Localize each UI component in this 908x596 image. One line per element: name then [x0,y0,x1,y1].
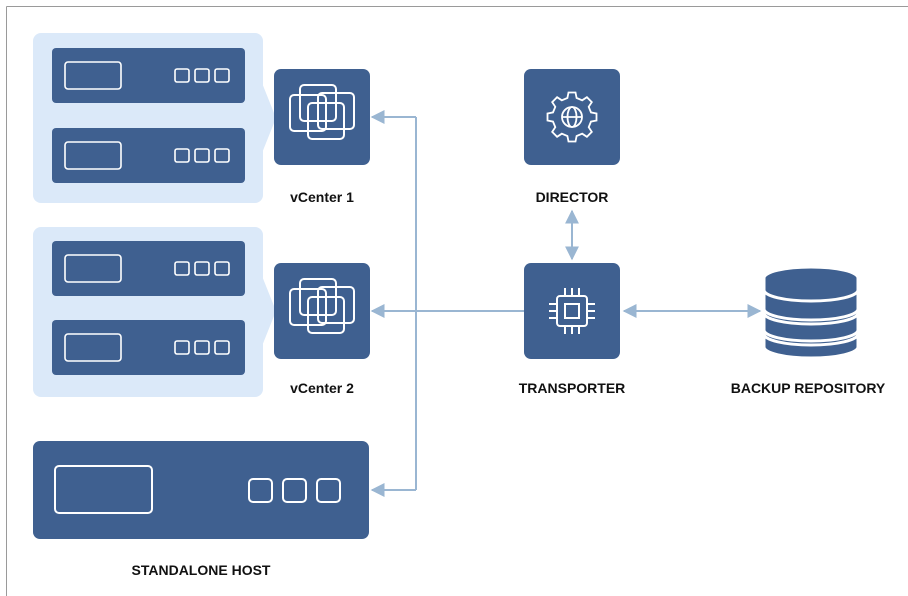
transporter-label: TRANSPORTER [518,380,626,396]
database-icon [762,265,860,360]
vcenter-icon [289,278,355,334]
esxi-host-server [52,128,245,183]
processor-chip-icon [549,288,595,334]
standalone-host-node [33,441,369,539]
transporter-node [524,263,620,359]
esxi-host-server [52,241,245,296]
server-icon [54,465,341,514]
server-icon [64,61,230,90]
server-icon [64,141,230,170]
backup-repository-label: BACKUP REPOSITORY [730,380,886,396]
vcenter-1-label: vCenter 1 [290,189,354,205]
vcenter-icon [289,84,355,140]
cluster-1-pointer [258,73,276,163]
director-label: DIRECTOR [535,189,609,205]
cluster-2-pointer [258,266,276,356]
vcenter-1-node [274,69,370,165]
vcenter-2-node [274,263,370,359]
gear-globe-icon [546,91,598,143]
server-icon [64,254,230,283]
esxi-host-server [52,48,245,103]
esxi-host-server [52,320,245,375]
standalone-host-label: STANDALONE HOST [131,562,271,578]
vcenter-2-label: vCenter 2 [290,380,354,396]
server-icon [64,333,230,362]
director-node [524,69,620,165]
